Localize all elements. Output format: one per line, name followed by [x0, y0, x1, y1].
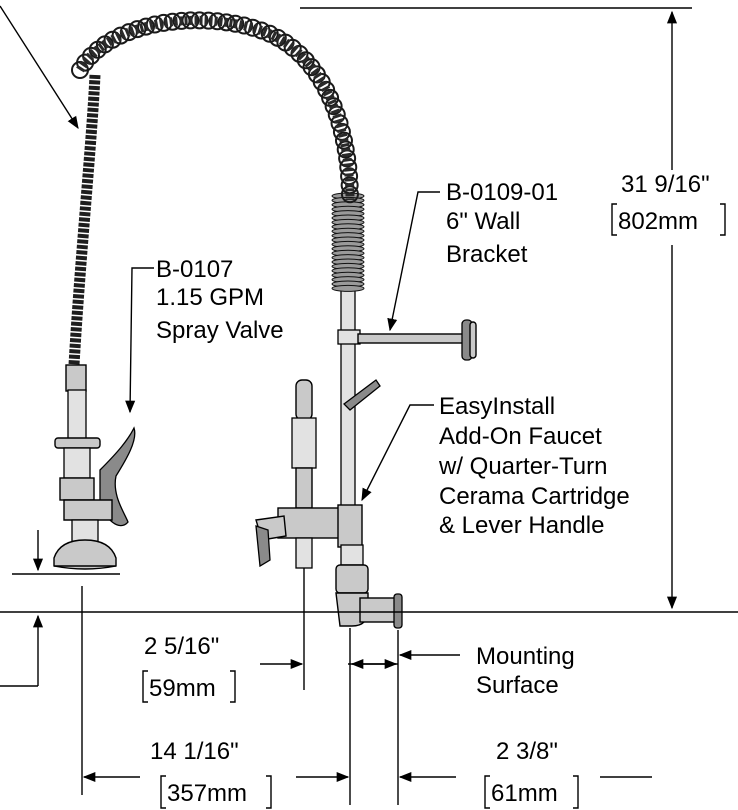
dim-faucet-offset: 2 5/16" 59mm — [142, 633, 236, 703]
faucet-offset-metric: 59mm — [149, 675, 216, 702]
dim-spray-reach: 14 1/16" 357mm — [150, 738, 272, 809]
riser-spring — [331, 192, 365, 292]
spray-valve-part-number: B-0107 — [156, 256, 233, 283]
add-on-faucet-part — [255, 379, 381, 569]
callout-mounting-surface: Mounting Surface — [476, 643, 575, 699]
spray-reach-metric: 357mm — [167, 780, 247, 807]
callout-add-on-faucet: EasyInstall Add-On Faucet w/ Quarter-Tur… — [438, 393, 630, 539]
height-metric: 802mm — [618, 208, 698, 235]
wall-bracket-name: Bracket — [446, 241, 528, 268]
faucet-offset-imperial: 2 5/16" — [144, 633, 219, 660]
wall-depth-metric: 61mm — [491, 780, 558, 807]
spring-coil-ring — [331, 284, 365, 292]
hose-coil-loop — [137, 17, 156, 36]
callout-leaders — [0, 5, 440, 502]
hose-coil-loop — [321, 88, 340, 107]
faucet-line-4: Cerama Cartridge — [439, 483, 630, 510]
dim-wall-depth: 2 3/8" 61mm — [484, 738, 579, 809]
riser-pipe — [340, 289, 356, 541]
wall-depth-imperial: 2 3/8" — [496, 738, 558, 765]
hose-coil-loop — [217, 13, 236, 32]
spray-reach-imperial: 14 1/16" — [150, 738, 239, 765]
spray-valve-part — [53, 364, 136, 570]
faucet-line-2: Add-On Faucet — [439, 423, 602, 450]
callout-wall-bracket: B-0109-01 6" Wall Bracket — [446, 179, 558, 268]
flexible-hose — [68, 74, 101, 366]
wall-bracket-part-number: B-0109-01 — [446, 179, 558, 206]
hose-coil-loop — [324, 97, 343, 116]
height-imperial: 31 9/16" — [621, 171, 710, 198]
hose-coil-loop — [290, 44, 309, 63]
wall-bracket-part — [337, 319, 477, 361]
hose-coil-loop — [334, 131, 353, 150]
spray-valve-name: Spray Valve — [156, 317, 284, 344]
dim-height: 31 9/16" 802mm — [611, 171, 726, 236]
mounting-line-1: Mounting — [476, 643, 575, 670]
hose-coil-loop — [336, 140, 355, 159]
faucet-assembly — [53, 11, 477, 629]
wall-connection-part — [335, 544, 403, 629]
hose-coil-loop — [340, 176, 359, 195]
hose-coil-loop — [82, 46, 101, 65]
spray-valve-flow-rate: 1.15 GPM — [156, 284, 264, 311]
faucet-line-5: & Lever Handle — [439, 512, 604, 539]
callout-spray-valve: B-0107 1.15 GPM Spray Valve — [156, 256, 284, 344]
wall-bracket-size: 6" Wall — [446, 208, 520, 235]
dimension-lines — [0, 7, 738, 805]
hose-coil-loop — [172, 11, 191, 30]
hose-coil-loop — [128, 20, 147, 39]
overhead-hose-coil — [76, 15, 355, 201]
faucet-line-1: EasyInstall — [439, 393, 555, 420]
mounting-line-2: Surface — [476, 672, 559, 699]
faucet-line-3: w/ Quarter-Turn — [438, 453, 607, 480]
